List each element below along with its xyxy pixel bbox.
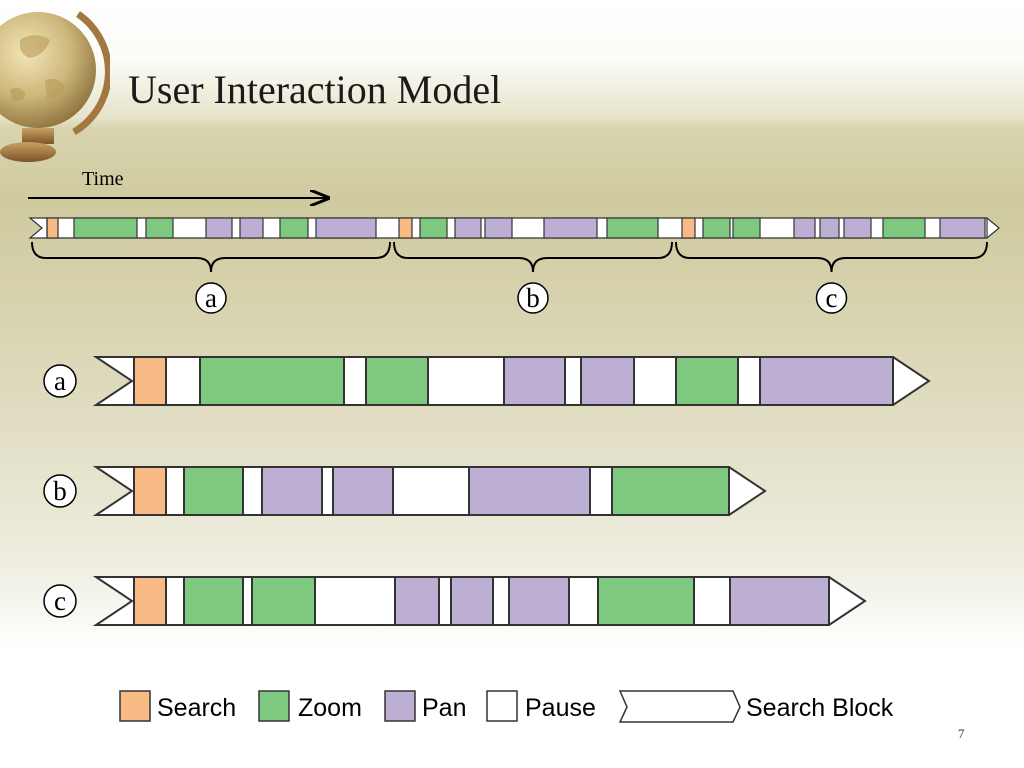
block-group: a b c <box>43 356 931 626</box>
legend-swatch-pan <box>384 690 416 722</box>
block-b-pan-segment <box>332 466 394 516</box>
timeline-zoom-segment <box>732 217 761 239</box>
brace-label-circle-c <box>815 282 848 314</box>
timeline-pan-segment <box>793 217 816 239</box>
block-b-zoom-segment <box>183 466 244 516</box>
timeline-pan-segment <box>819 217 840 239</box>
brace-b <box>393 241 673 273</box>
block-a-zoom-segment <box>199 356 345 406</box>
brace-group: a b c <box>31 241 988 314</box>
brace-c <box>675 241 988 273</box>
globe-logo <box>0 11 110 162</box>
timeline-zoom-segment <box>145 217 174 239</box>
block-label-c: c <box>54 586 66 616</box>
timeline-strip <box>28 217 1000 239</box>
timeline-zoom-segment <box>279 217 309 239</box>
block-c-pan-segment <box>394 576 440 626</box>
legend-swatch-zoom <box>258 690 290 722</box>
brace-label-a: a <box>205 283 217 313</box>
block-a-pan-segment <box>580 356 635 406</box>
block-c-search-segment <box>133 576 167 626</box>
block-a-pan-segment <box>503 356 566 406</box>
legend-label-search: Search <box>157 694 236 722</box>
timeline-zoom-segment <box>702 217 731 239</box>
block-a-search-segment <box>133 356 167 406</box>
timeline-zoom-segment <box>419 217 448 239</box>
timeline-pan-segment <box>543 217 598 239</box>
timeline-search-segment <box>46 217 59 239</box>
timeline-zoom-segment <box>882 217 926 239</box>
slide-title: User Interaction Model <box>128 67 502 112</box>
timeline-pan-segment <box>454 217 482 239</box>
legend-label-zoom: Zoom <box>298 694 362 722</box>
page-number: 7 <box>958 726 965 741</box>
brace-a <box>31 241 391 273</box>
block-c <box>92 576 867 626</box>
block-label-circle-a <box>43 364 77 398</box>
block-c-pan-segment <box>450 576 494 626</box>
block-a <box>92 356 931 406</box>
block-c-pan-segment <box>508 576 570 626</box>
legend-label-pause: Pause <box>525 694 596 722</box>
timeline-pan-segment <box>205 217 233 239</box>
brace-label-b: b <box>526 283 540 313</box>
block-label-b: b <box>53 476 67 506</box>
block-c-zoom-segment <box>597 576 695 626</box>
timeline-search-segment <box>681 217 696 239</box>
brace-label-circle-b <box>517 282 549 314</box>
timeline-zoom-segment <box>606 217 659 239</box>
timeline-pan-segment <box>843 217 872 239</box>
brace-label-c: c <box>826 283 838 313</box>
block-label-circle-b <box>43 474 77 508</box>
block-a-zoom-segment <box>675 356 739 406</box>
block-c-zoom-segment <box>183 576 244 626</box>
timeline-pan-segment <box>484 217 513 239</box>
block-c-zoom-segment <box>251 576 316 626</box>
time-label: Time <box>82 168 124 190</box>
block-a-zoom-segment <box>365 356 429 406</box>
block-b-zoom-segment <box>611 466 730 516</box>
block-b-pan-segment <box>261 466 323 516</box>
block-label-a: a <box>54 366 66 396</box>
block-label-circle-c <box>43 584 77 618</box>
legend-swatch-search <box>119 690 151 722</box>
legend-label-pan: Pan <box>422 694 466 722</box>
block-a-pan-segment <box>759 356 894 406</box>
timeline-zoom-segment <box>73 217 138 239</box>
block-c-pan-segment <box>729 576 830 626</box>
legend-label-block: Search Block <box>746 694 894 722</box>
timeline-pan-segment <box>315 217 377 239</box>
timeline <box>28 217 1000 239</box>
block-b <box>92 466 767 516</box>
timeline-search-segment <box>398 217 413 239</box>
block-b-search-segment <box>133 466 167 516</box>
legend-swatch-pause <box>486 690 518 722</box>
legend-swatch-search-block <box>618 690 741 723</box>
brace-label-circle-a <box>195 282 227 314</box>
timeline-pan-segment <box>939 217 986 239</box>
timeline-pan-segment <box>239 217 264 239</box>
legend: Search Zoom Pan Pause Search Block <box>119 690 894 723</box>
block-b-pan-segment <box>468 466 591 516</box>
